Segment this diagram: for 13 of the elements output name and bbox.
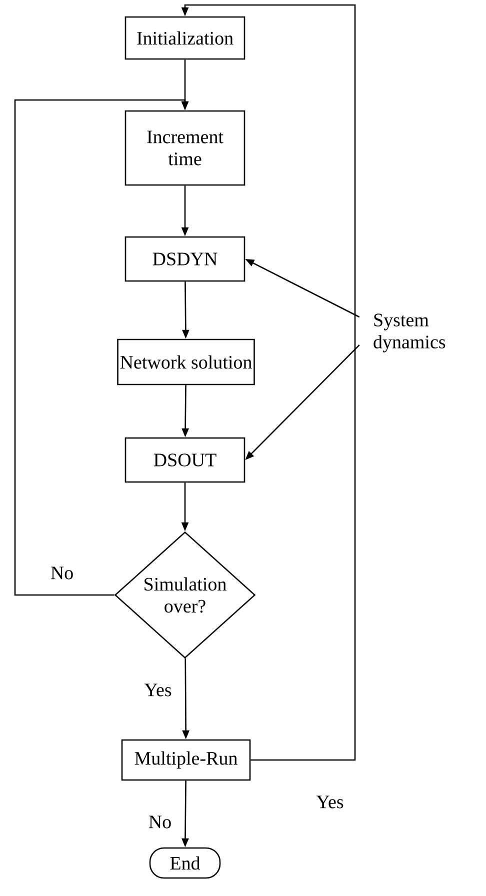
process-box: Network solution <box>117 338 255 386</box>
process-box: Increment time <box>124 110 246 186</box>
process-box: DSDYN <box>124 236 246 282</box>
edge-label: No <box>49 566 75 580</box>
edge-label: No <box>147 814 173 830</box>
process-box: Initialization <box>124 16 246 60</box>
annotation-text: System dynamics <box>374 314 446 352</box>
arrow <box>14 99 189 596</box>
edge-label: Yes <box>315 794 345 810</box>
process-box: DSOUT <box>124 437 246 483</box>
terminal-box: End <box>149 847 221 879</box>
process-box: Multiple-Run <box>121 739 251 781</box>
edge-label: Yes <box>143 682 173 698</box>
